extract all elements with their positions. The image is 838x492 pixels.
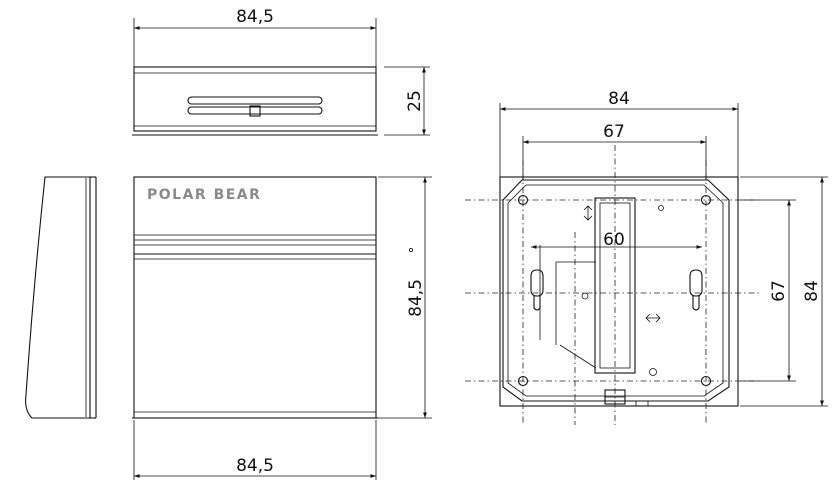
front-height-label: 84,5: [406, 279, 426, 317]
center-channel: [594, 197, 636, 374]
back-view: 84 67 60 67 84: [465, 89, 828, 425]
back-width-inner-label: 67: [603, 122, 625, 142]
front-width-label: 84,5: [236, 456, 274, 476]
bottom-slot: [187, 106, 323, 115]
side-view: [25, 176, 97, 419]
back-height-inner-label: 67: [769, 280, 789, 302]
brand-logo-text: POLAR BEAR: [147, 187, 261, 203]
back-height-outer-label: 84: [802, 280, 822, 302]
back-width-outer-label: 84: [608, 89, 630, 109]
latch-tab: [249, 105, 261, 117]
top-slot: [187, 96, 323, 105]
top-width-label: 84,5: [236, 7, 274, 27]
hole-spacing-label: 60: [603, 230, 625, 250]
top-height-label: 25: [405, 90, 425, 112]
right-keyhole: [689, 269, 703, 297]
left-keyhole: [530, 269, 544, 297]
top-view: 84,5 25: [132, 7, 430, 136]
front-view: POLAR BEAR 84,5 84,5: [132, 176, 432, 480]
